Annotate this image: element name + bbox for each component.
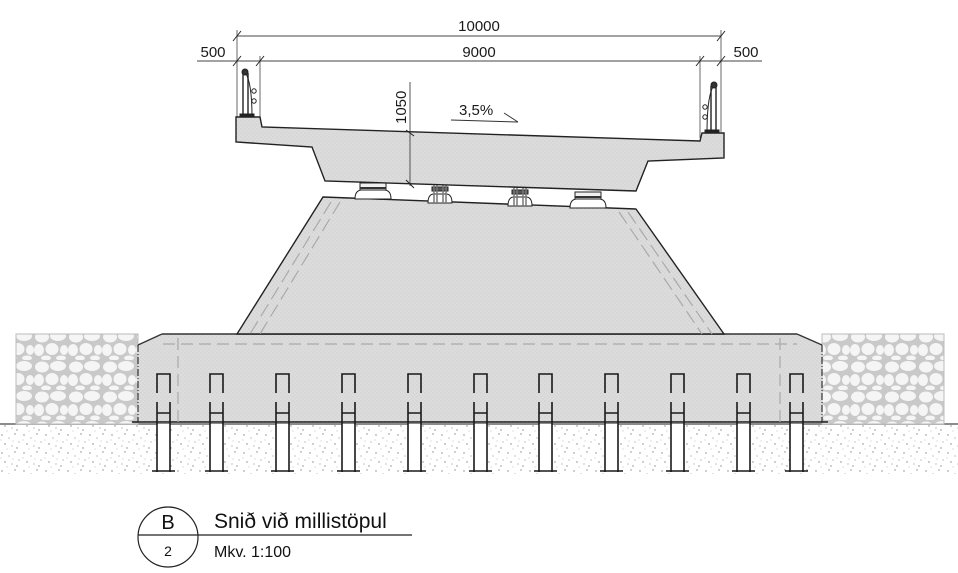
pile-cap-footing — [138, 334, 822, 422]
bearing-dowel-2 — [507, 196, 533, 207]
section-title: Snið við millistöpul — [214, 510, 387, 533]
dim-deck-depth: 1050 — [393, 91, 410, 124]
section-letter: B — [161, 512, 174, 534]
piles — [157, 424, 803, 471]
section-marker-circle — [137, 506, 199, 568]
cross-slope-annotation: 3,5% — [450, 102, 519, 123]
bridge-deck — [235, 116, 725, 192]
dimension-deck-depth: 1050 — [393, 82, 415, 189]
dim-cross-slope: 3,5% — [459, 102, 493, 119]
section-title-block: B 2 Snið við millistöpul Mkv. 1:100 — [137, 506, 412, 568]
bearing-elastomeric-right — [569, 198, 607, 209]
sheet-number: 2 — [164, 543, 172, 559]
riprap-left — [15, 333, 139, 425]
pile-heads — [152, 373, 808, 472]
railing-right — [702, 81, 720, 134]
riprap-right — [821, 333, 945, 425]
bearing-dowel-1 — [427, 193, 453, 204]
pier-column — [235, 196, 726, 335]
section-scale: Mkv. 1:100 — [214, 544, 291, 561]
railing-left — [239, 68, 257, 118]
dim-right-edge: 500 — [733, 44, 758, 61]
dim-left-edge: 500 — [200, 44, 225, 61]
dimension-overall: 10000 — [232, 18, 726, 132]
bearing-elastomeric-left — [354, 189, 392, 200]
dim-overall-width: 10000 — [458, 18, 500, 35]
dimension-roadway: 9000 500 500 — [197, 44, 762, 138]
dim-roadway-width: 9000 — [462, 44, 495, 61]
